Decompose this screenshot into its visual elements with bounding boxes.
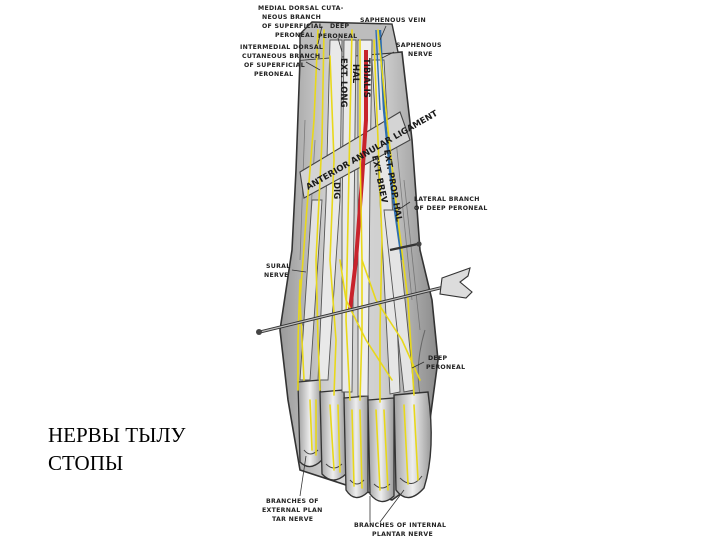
label-medial-dorsal-2: NEOUS BRANCH (262, 14, 321, 21)
label-intermediate-2: CUTANEOUS BRANCH (242, 53, 320, 60)
label-medial-dorsal-4: PERONEAL (275, 32, 314, 39)
label-branches-internal-2: PLANTAR NERVE (372, 531, 433, 538)
label-tendon-dig: DIG (331, 182, 341, 199)
label-saphenous-nerve-1: SAPHENOUS (396, 42, 442, 49)
label-branches-external-1: BRANCHES OF (266, 498, 319, 505)
label-deep-peroneal-top-1: DEEP (330, 23, 349, 30)
label-branches-external-2: EXTERNAL PLAN (262, 507, 323, 514)
label-lateral-branch-2: OF DEEP PERONEAL (414, 205, 488, 212)
label-tendon-ext-long: EXT. LONG (338, 58, 348, 108)
probes (256, 241, 473, 335)
label-intermediate-4: PERONEAL (254, 71, 293, 78)
caption-line-1: НЕРВЫ ТЫЛУ (48, 423, 186, 447)
label-saphenous-vein: SAPHENOUS VEIN (360, 17, 426, 24)
label-saphenous-nerve-2: NERVE (408, 51, 433, 58)
toes (297, 379, 432, 503)
label-tendon-hal: HAL (350, 64, 360, 84)
slide-caption: НЕРВЫ ТЫЛУ СТОПЫ (48, 421, 248, 477)
label-branches-external-3: TAR NERVE (272, 516, 313, 523)
label-tendon-tibialis: TIBIALIS (361, 58, 371, 98)
label-deep-peroneal-bottom-1: DEEP (428, 355, 447, 362)
nerves (297, 29, 421, 491)
caption-line-2: СТОПЫ (48, 451, 124, 475)
label-intermediate-3: OF SUPERFICIAL (244, 62, 305, 69)
label-medial-dorsal-1: MEDIAL DORSAL CUTA- (258, 5, 344, 12)
label-sural-1: SURAL (266, 263, 290, 270)
label-lateral-branch-1: LATERAL BRANCH (414, 196, 480, 203)
label-deep-peroneal-bottom-2: PERONEAL (426, 364, 465, 371)
label-branches-internal-1: BRANCHES OF INTERNAL (354, 522, 446, 529)
annotation-labels: MEDIAL DORSAL CUTA- NEOUS BRANCH OF SUPE… (240, 5, 488, 538)
label-intermediate-1: INTERMEDIAL DORSAL (240, 44, 323, 51)
label-deep-peroneal-top-2: PERONEAL (318, 33, 357, 40)
leader-lines (291, 25, 425, 523)
label-medial-dorsal-3: OF SUPERFICIAL (262, 23, 323, 30)
label-sural-2: NERVE (264, 272, 289, 279)
